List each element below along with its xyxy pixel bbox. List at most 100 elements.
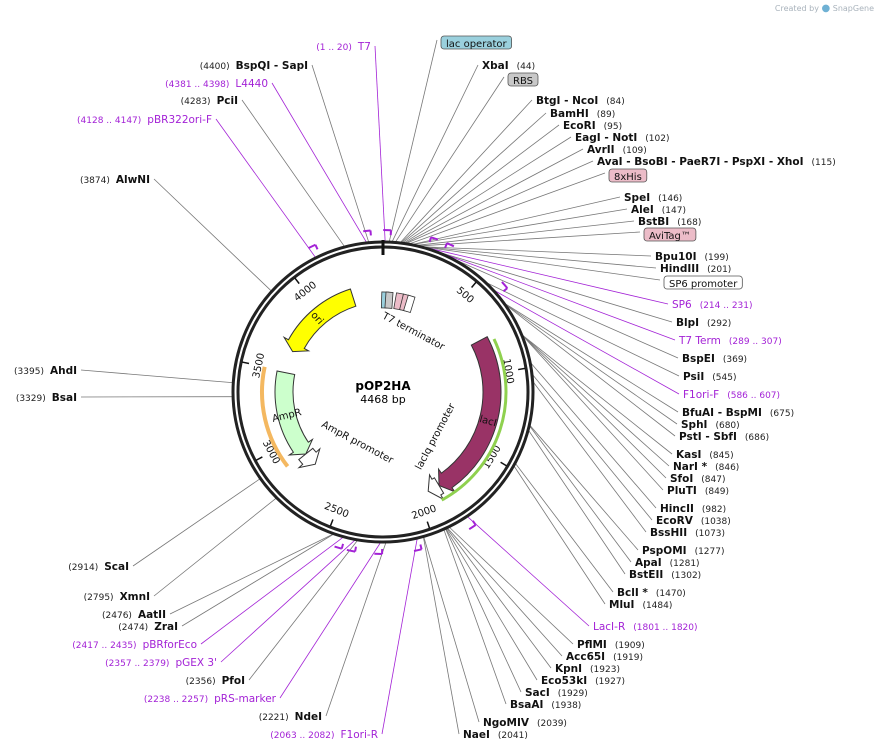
enzyme-site-eco53ki[interactable]: Eco53kI(1927) [541, 675, 625, 687]
primer-site-t7[interactable]: T7(1 .. 20) [316, 41, 371, 53]
snapgene-product-name: SnapGene [832, 4, 874, 13]
enzyme-site-pcii[interactable]: PciI(4283) [181, 95, 238, 107]
enzyme-site-pspomi[interactable]: PspOMI(1277) [642, 545, 725, 557]
site-name: PstI - SbfI [679, 431, 737, 443]
site-position: (44) [517, 62, 535, 72]
primer-site-pbr322ori-f[interactable]: pBR322ori-F(4128 .. 4147) [77, 114, 212, 126]
enzyme-site-alei[interactable]: AleI(147) [631, 204, 686, 216]
enzyme-site-kasi[interactable]: KasI(845) [676, 449, 734, 461]
enzyme-site-psii[interactable]: PsiI(545) [683, 371, 736, 383]
enzyme-site-ngomiv[interactable]: NgoMIV(2039) [483, 717, 567, 729]
enzyme-site-hincii[interactable]: HincII(982) [660, 503, 726, 515]
site-position: (109) [623, 146, 647, 156]
enzyme-site-bcli[interactable]: BclI *(1470) [617, 587, 686, 599]
enzyme-site-bstbi[interactable]: BstBI(168) [638, 216, 701, 228]
enzyme-site-pflmi[interactable]: PflMI(1909) [577, 639, 645, 651]
site-position: (3395) [14, 367, 44, 377]
site-position: (1277) [695, 547, 725, 557]
site-name: NgoMIV [483, 717, 530, 729]
primer-site-prs-marker[interactable]: pRS-marker(2238 .. 2257) [144, 693, 277, 705]
enzyme-site-avrii[interactable]: AvrII(109) [587, 144, 647, 156]
primer-site-f1ori-r[interactable]: F1ori-R(2063 .. 2082) [270, 729, 378, 741]
enzyme-site-kpni[interactable]: KpnI(1923) [555, 663, 620, 675]
enzyme-site-bpu10i[interactable]: Bpu10I(199) [655, 251, 729, 263]
enzyme-site-nari[interactable]: NarI *(846) [673, 461, 739, 473]
enzyme-site-hindiii[interactable]: HindIII(201) [660, 263, 731, 275]
site-position: (4381 .. 4398) [165, 80, 229, 90]
enzyme-site-bsai[interactable]: BsaI(3329) [16, 392, 77, 404]
feature-box [663, 275, 743, 290]
enzyme-site-bspei[interactable]: BspEI(369) [682, 353, 747, 365]
enzyme-site-bsshii[interactable]: BssHII(1073) [650, 527, 725, 539]
enzyme-site-apai[interactable]: ApaI(1281) [635, 557, 700, 569]
enzyme-site-scai[interactable]: ScaI(2914) [68, 561, 129, 573]
site-position: (147) [662, 206, 686, 216]
enzyme-site-psti-sbfi[interactable]: PstI - SbfI(686) [679, 431, 769, 443]
feature-site-sp6-promoter[interactable]: SP6 promoter [663, 275, 743, 290]
feature-site-avitag[interactable]: AviTag™ [643, 227, 697, 242]
tick-mark-1500 [500, 461, 507, 467]
feature-site-rbs[interactable]: RBS [507, 72, 539, 87]
feature-site-8xhis[interactable]: 8xHis [608, 168, 648, 183]
enzyme-site-ndei[interactable]: NdeI(2221) [259, 711, 322, 723]
feature-site-lac-operator[interactable]: lac operator [440, 35, 512, 50]
enzyme-site-bfuai-bspmi[interactable]: BfuAI - BspMI(675) [682, 407, 794, 419]
leader-line-pluti [523, 336, 664, 491]
primer-site-f1ori-f[interactable]: F1ori-F(586 .. 607) [683, 389, 780, 401]
site-name: T7 Term [678, 335, 721, 347]
enzyme-site-bsteii[interactable]: BstEII(1302) [629, 569, 701, 581]
enzyme-site-ahdi[interactable]: AhdI(3395) [14, 365, 77, 377]
site-name: T7 [357, 41, 371, 53]
site-position: (2795) [84, 593, 114, 603]
leader-line-lac-operator [388, 39, 438, 242]
site-name: BstBI [638, 216, 669, 228]
enzyme-site-zrai[interactable]: ZraI(2474) [118, 621, 178, 633]
enzyme-site-ecori[interactable]: EcoRI(95) [563, 120, 622, 132]
enzyme-site-btgi-ncoi[interactable]: BtgI - NcoI(84) [536, 95, 625, 107]
enzyme-site-aatii[interactable]: AatII(2476) [102, 609, 166, 621]
primer-site-t7-term[interactable]: T7 Term (289 .. 307) [678, 335, 782, 347]
primer-arc-laci-r [468, 524, 477, 531]
enzyme-site-blpi[interactable]: BlpI(292) [676, 317, 731, 329]
enzyme-site-pluti[interactable]: PluTI(849) [667, 485, 729, 497]
primer-arrow-laci-r [471, 520, 477, 526]
enzyme-site-acc65i[interactable]: Acc65I(1919) [566, 651, 643, 663]
primer-site-laci-r[interactable]: LacI-R(1801 .. 1820) [593, 621, 698, 633]
enzyme-site-bsaai[interactable]: BsaAI(1938) [510, 699, 581, 711]
enzyme-site-avai-bsobi-paer7i-pspxi-xhoi[interactable]: AvaI - BsoBI - PaeR7I - PspXI - XhoI(115… [597, 156, 836, 168]
leader-line-eagi-noti [404, 136, 572, 243]
leader-line-bcli [515, 463, 614, 593]
plasmid-name: pOP2HA [355, 379, 411, 393]
primer-site-pgex-3[interactable]: pGEX 3'(2357 .. 2379) [105, 657, 217, 669]
site-name: pRS-marker [214, 693, 277, 705]
leader-line-kasi [522, 335, 673, 455]
primer-arc-pgex-3 [346, 548, 356, 553]
enzyme-site-alwni[interactable]: AlwNI(3874) [80, 174, 150, 186]
enzyme-site-mlui[interactable]: MluI(1484) [609, 599, 672, 611]
site-name: PluTI [667, 485, 697, 497]
primer-site-l4440[interactable]: L4440(4381 .. 4398) [165, 78, 268, 90]
leader-line-sfoi [522, 335, 667, 479]
enzyme-site-xmni[interactable]: XmnI(2795) [84, 591, 150, 603]
primer-site-pbrforeco[interactable]: pBRforEco(2417 .. 2435) [72, 639, 197, 651]
leader-line-pbr322ori-f [215, 118, 316, 258]
feature-label-laci: lacI [478, 414, 498, 429]
enzyme-site-pfoi[interactable]: PfoI(2356) [186, 675, 245, 687]
enzyme-site-xbai[interactable]: XbaI(44) [482, 60, 535, 72]
enzyme-site-bspqi-sapi[interactable]: BspQI - SapI(4400) [200, 60, 308, 72]
enzyme-site-ecorv[interactable]: EcoRV(1038) [656, 515, 731, 527]
leader-line-bamhi [401, 112, 547, 243]
site-position: (289 .. 307) [729, 337, 782, 347]
leader-line-btgi-ncoi [400, 99, 533, 243]
enzyme-site-saci[interactable]: SacI(1929) [525, 687, 588, 699]
primer-site-sp6[interactable]: SP6(214 .. 231) [672, 299, 753, 311]
enzyme-site-spei[interactable]: SpeI(146) [624, 192, 682, 204]
site-position: (1484) [642, 601, 672, 611]
enzyme-site-bamhi[interactable]: BamHI(89) [550, 108, 615, 120]
enzyme-site-naei[interactable]: NaeI(2041) [463, 729, 528, 741]
leader-line-f1ori-f [495, 290, 680, 395]
enzyme-site-eagi-noti[interactable]: EagI - NotI(102) [575, 132, 669, 144]
enzyme-site-sphi[interactable]: SphI(680) [681, 419, 740, 431]
enzyme-site-sfoi[interactable]: SfoI(847) [670, 473, 725, 485]
